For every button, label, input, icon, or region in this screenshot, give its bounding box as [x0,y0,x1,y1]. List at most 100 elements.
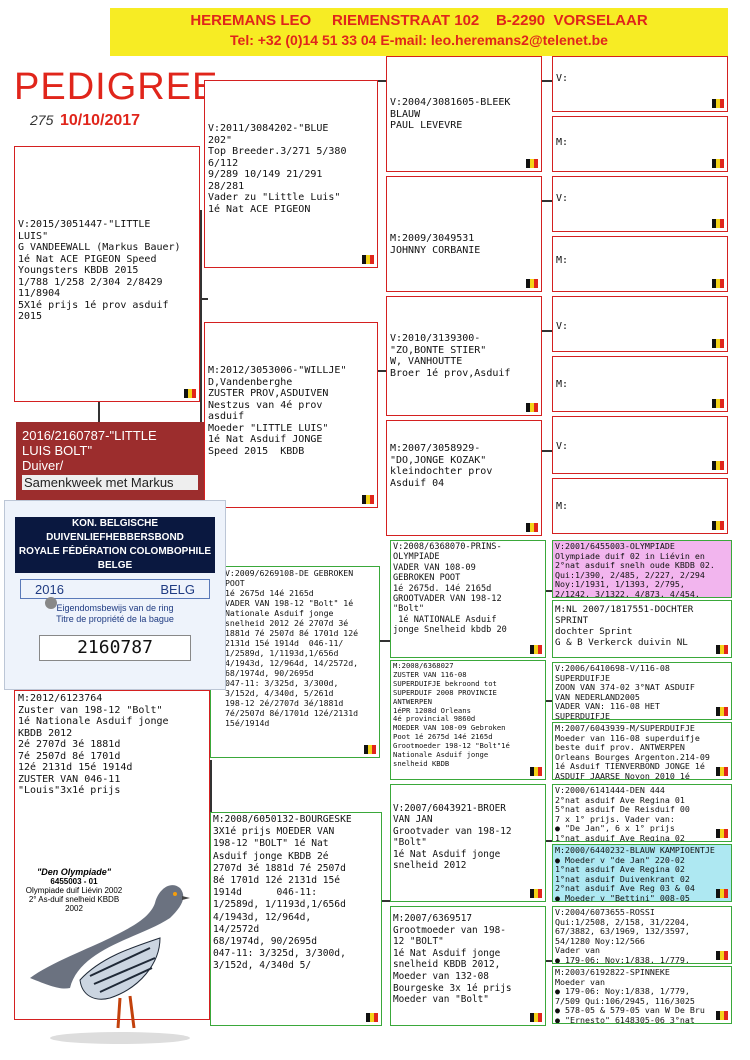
belgium-flag-icon [712,461,724,470]
mfm-text: M:2008/6368027 ZUSTER VAN 116-08 SUPERDU… [393,661,510,768]
g4-text-6: M: [556,379,569,390]
g4-box-4: M: [552,236,728,292]
belgium-flag-icon [530,645,542,654]
g4-box-10: M:NL 2007/1817551-DOCHTER SPRINT dochter… [552,600,732,658]
connector [544,840,554,842]
fmf-text: V:2010/3139300- "ZO,BONTE STIER" W, VANH… [390,333,511,379]
connector [540,330,552,332]
subject-ring: 2016/2160787-"LITTLE [22,428,157,443]
ring-card-number: 2160787 [39,635,191,661]
mfm-box: M:2008/6368027 ZUSTER VAN 116-08 SUPERDU… [390,660,546,780]
subject-box: 2016/2160787-"LITTLE LUIS BOLT" Duiver/ … [16,422,204,502]
ring-card-title-fr: ROYALE FÉDÉRATION COLOMBOPHILE BELGE [15,545,215,573]
header-address: HEREMANS LEO RIEMENSTRAAT 102 B-2290 VOR… [190,12,648,29]
belgium-flag-icon [530,1013,542,1022]
g4-box-2: M: [552,116,728,172]
g4-box-3: V: [552,176,728,232]
g4-text-1: V: [556,73,569,84]
belgium-flag-icon [712,399,724,408]
belgium-flag-icon [716,951,728,960]
belgium-flag-icon [530,889,542,898]
fmf-box: V:2010/3139300- "ZO,BONTE STIER" W, VANH… [386,296,542,416]
connector [544,700,554,702]
belgium-flag-icon [712,279,724,288]
card-hole-icon [45,597,57,609]
mmm-text: M:2007/6369517 Grootmoeder van 198- 12 "… [393,913,512,1006]
belgium-flag-icon [526,279,538,288]
connector [200,298,208,300]
g4-text-8: M: [556,501,569,512]
belgium-flag-icon [712,521,724,530]
father-text: V:2015/3051447-"LITTLE LUIS" G VANDEEWAL… [18,219,181,322]
header-banner: HEREMANS LEO RIEMENSTRAAT 102 B-2290 VOR… [110,8,728,56]
mff-box: V:2008/6368070-PRINS- OLYMPIADE VADER VA… [390,540,546,658]
g4-text-13: V:2000/6141444-DEN 444 2°nat asduif Ave … [555,785,690,842]
pigeon-caption: "Den Olympiade" 6455003 - 01 Olympiade d… [24,868,124,914]
fm-box: M:2012/3053006-"WILLJE" D,Vandenberghe Z… [204,322,378,508]
belgium-flag-icon [526,403,538,412]
g4-box-16: M:2003/6192822-SPINNEKE Moeder van ● 179… [552,966,732,1024]
page-title: PEDIGREE [14,66,219,108]
connector [544,960,554,962]
ring-card-country: BELG [160,581,195,597]
g4-box-1: V: [552,56,728,112]
pedigree-date: 10/10/2017 [60,112,141,129]
g4-box-5: V: [552,296,728,352]
belgium-flag-icon [526,159,538,168]
ring-card-year: 2016 [35,581,64,597]
connector [98,402,100,422]
ring-card-owner: Eigendomsbewijs van de ring Titre de pro… [5,603,225,625]
handwritten-note: 275 [30,112,54,128]
belgium-flag-icon [364,745,376,754]
ffm-text: M:2009/3049531 JOHNNY CORBANIE [390,233,481,256]
connector [376,80,386,82]
connector [378,900,390,902]
g4-text-15: V:2004/6073655-ROSSI Qui:1/2508, 2/158, … [555,907,690,964]
belgium-flag-icon [716,1011,728,1020]
connector [540,80,552,82]
subject-ring-2: LUIS BOLT" [22,443,93,458]
header-contact: Tel: +32 (0)14 51 33 04 E-mail: leo.here… [230,32,608,48]
mf-text: V:2009/6269108-DE GEBROKEN POOT 1é 2675d… [225,568,359,728]
ring-card-owner-nl: Eigendomsbewijs van de ring [56,603,174,613]
fmm-text: M:2007/3058929- "DO,JONGE KOZAK" kleindo… [390,443,493,489]
belgium-flag-icon [712,159,724,168]
belgium-flag-icon [712,339,724,348]
connector [544,590,554,592]
belgium-flag-icon [530,767,542,776]
mff-text: V:2008/6368070-PRINS- OLYMPIADE VADER VA… [393,542,507,636]
belgium-flag-icon [716,767,728,776]
connector-father-grandparents [200,210,202,590]
g4-box-9: V:2001/6455003-OLYMPIADE Olympiade duif … [552,540,732,598]
belgium-flag-icon [366,1013,378,1022]
subject-sex: Duiver/ [22,458,64,473]
belgium-flag-icon [716,829,728,838]
father-box: V:2015/3051447-"LITTLE LUIS" G VANDEEWAL… [14,146,200,402]
mother-text: M:2012/6123764 Zuster van 198-12 "Bolt" … [18,693,169,796]
ff-text: V:2011/3084202-"BLUE 202" Top Breeder.3/… [208,123,347,215]
belgium-flag-icon [716,889,728,898]
connector [540,450,552,452]
ffm-box: M:2009/3049531 JOHNNY CORBANIE [386,176,542,292]
g4-box-11: V:2006/6410698-V/116-08 SUPERDUIFJE ZOON… [552,662,732,720]
ring-card-title-nl: KON. BELGISCHE DUIVENLIEFHEBBERSBOND [15,517,215,545]
g4-text-11: V:2006/6410698-V/116-08 SUPERDUIFJE ZOON… [555,663,695,720]
pigeon-line1: Olympiade duif Liévin 2002 [25,886,123,895]
belgium-flag-icon [712,99,724,108]
g4-text-12: M:2007/6043939-M/SUPERDUIFJE Moeder van … [555,723,710,780]
g4-text-5: V: [556,321,569,332]
g4-text-2: M: [556,137,569,148]
g4-box-12: M:2007/6043939-M/SUPERDUIFJE Moeder van … [552,722,732,780]
mmf-text: V:2007/6043921-BROER VAN JAN Grootvader … [393,803,512,872]
fff-box: V:2004/3081605-BLEEK BLAUW PAUL LEVEVRE [386,56,542,172]
g4-text-14: M:2000/6440232-BLAUW KAMPIOENTJE ● Moede… [555,845,715,902]
g4-text-10: M:NL 2007/1817551-DOCHTER SPRINT dochter… [555,604,694,648]
connector [540,200,552,202]
g4-box-13: V:2000/6141444-DEN 444 2°nat asduif Ave … [552,784,732,842]
belgium-flag-icon [716,707,728,716]
connector [378,640,390,642]
g4-box-14: M:2000/6440232-BLAUW KAMPIOENTJE ● Moede… [552,844,732,902]
belgium-flag-icon [526,523,538,532]
belgium-flag-icon [716,645,728,654]
g4-box-7: V: [552,416,728,474]
